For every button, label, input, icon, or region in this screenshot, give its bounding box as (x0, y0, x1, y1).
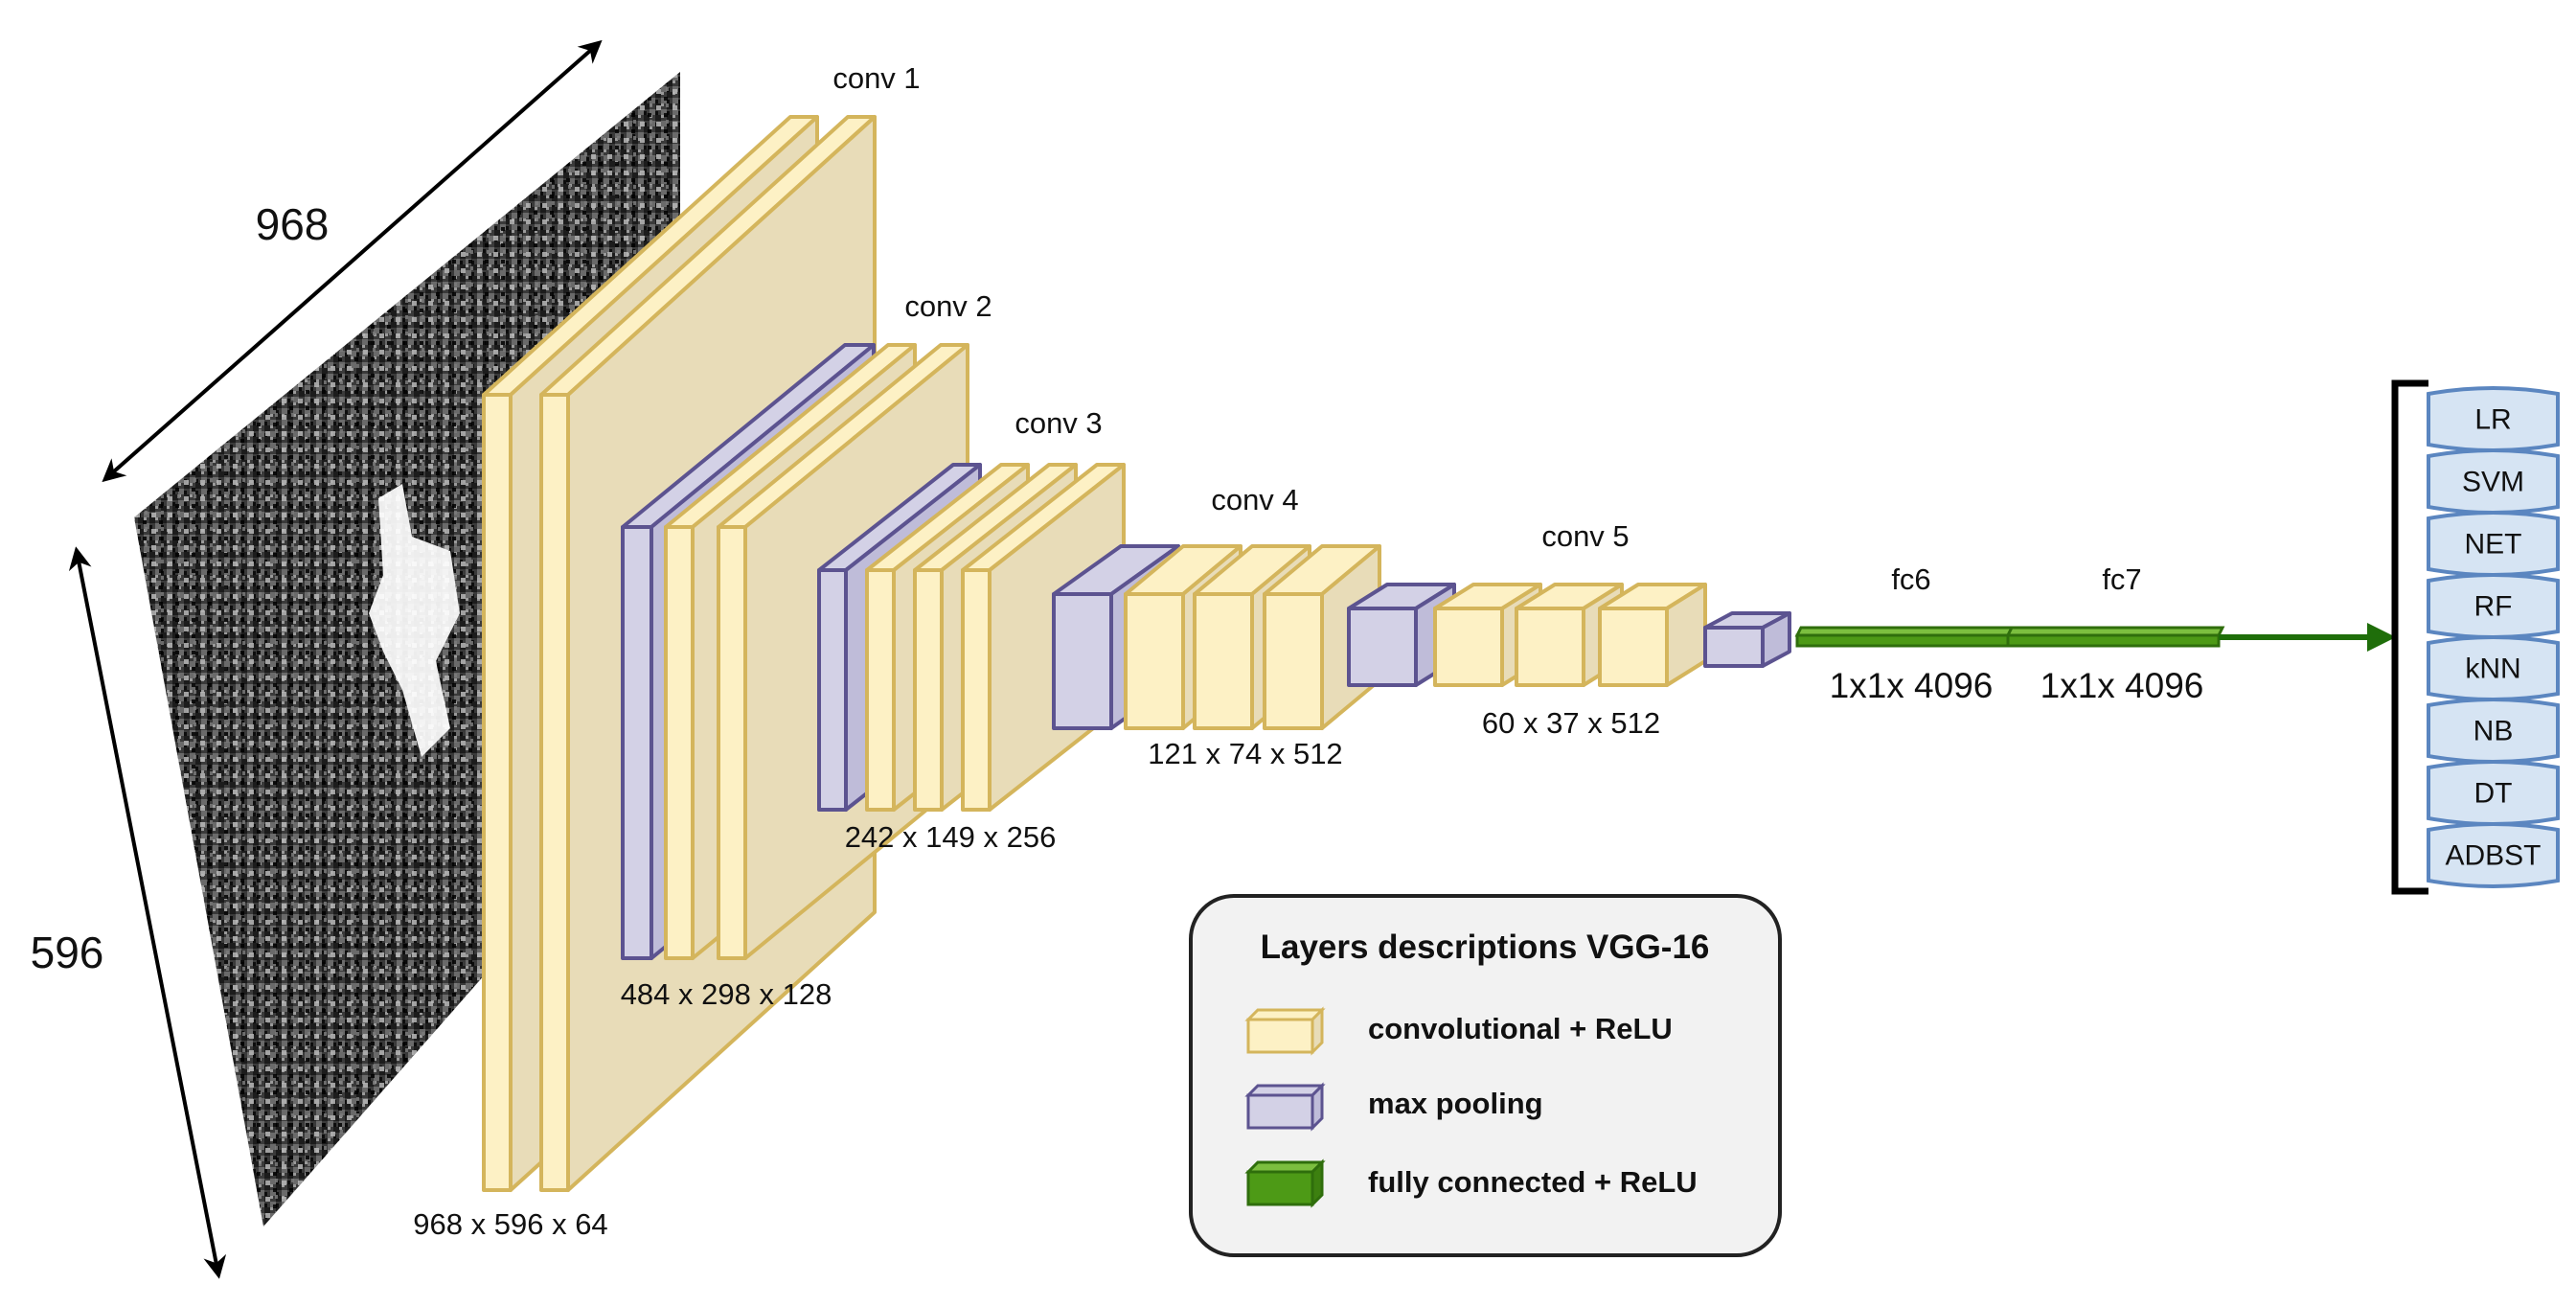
layer-dims-label: 242 x 149 x 256 (845, 820, 1057, 854)
classifier-item: kNN (2427, 635, 2560, 701)
legend-title: Layers descriptions VGG-16 (1261, 929, 1710, 966)
layer-name-label: conv 2 (904, 289, 992, 323)
pool5-slab (1703, 611, 1791, 668)
classifier-label: kNN (2465, 654, 2520, 685)
classifier-item: NET (2427, 511, 2560, 577)
fc7-bar (2005, 626, 2225, 648)
legend-label: max pooling (1368, 1087, 1543, 1120)
classifier-item: NB (2427, 698, 2560, 764)
fc6-bar (1794, 626, 2015, 648)
width-arrow (102, 39, 603, 483)
legend-label: convolutional + ReLU (1368, 1012, 1673, 1045)
classifier-item: SVM (2427, 448, 2560, 515)
layer-name-label: fc6 (1891, 562, 1930, 596)
input-width-label: 968 (256, 199, 330, 249)
layer-dims-label: 1x1x 4096 (1830, 666, 1994, 705)
layer-name-label: fc7 (2102, 562, 2141, 596)
classifier-label: SVM (2462, 467, 2524, 498)
classifier-label: LR (2474, 404, 2511, 436)
layer-dims-label: 968 x 596 x 64 (413, 1207, 607, 1241)
conv5-slab (1598, 583, 1707, 687)
classifier-item: LR (2427, 386, 2560, 452)
layer-dims-label: 60 x 37 x 512 (1482, 706, 1660, 740)
layer-name-label: conv 3 (1014, 406, 1102, 440)
layer-blocks (482, 115, 1791, 1192)
classifier-item: RF (2427, 573, 2560, 639)
input-height-label: 596 (31, 928, 104, 977)
classifier-label: NB (2473, 716, 2514, 747)
height-arrow (68, 546, 227, 1279)
layer-dims-label: 484 x 298 x 128 (621, 977, 832, 1011)
legend-conv-swatch (1244, 1006, 1326, 1056)
classifier-label: DT (2474, 778, 2513, 810)
classifier-list: LR SVM NET RF kNN NB DT ADBST (2427, 386, 2560, 888)
layer-dims-label: 1x1x 4096 (2040, 666, 2204, 705)
classifier-item: DT (2427, 760, 2560, 826)
classifier-label: ADBST (2445, 840, 2541, 872)
legend: Layers descriptions VGG-16 convolutional… (1189, 894, 1782, 1257)
layer-name-label: conv 5 (1541, 519, 1629, 553)
classifier-item: ADBST (2427, 822, 2560, 888)
legend-pool-swatch (1244, 1082, 1326, 1132)
layer-dims-label: 121 x 74 x 512 (1148, 737, 1342, 770)
layer-name-label: conv 1 (832, 61, 920, 95)
classifier-label: NET (2465, 529, 2522, 561)
layer-name-label: conv 4 (1211, 483, 1298, 516)
legend-label: fully connected + ReLU (1368, 1165, 1698, 1199)
classifier-label: RF (2474, 591, 2513, 623)
classifier-bracket (2391, 379, 2428, 895)
legend-fc-swatch (1244, 1158, 1326, 1208)
